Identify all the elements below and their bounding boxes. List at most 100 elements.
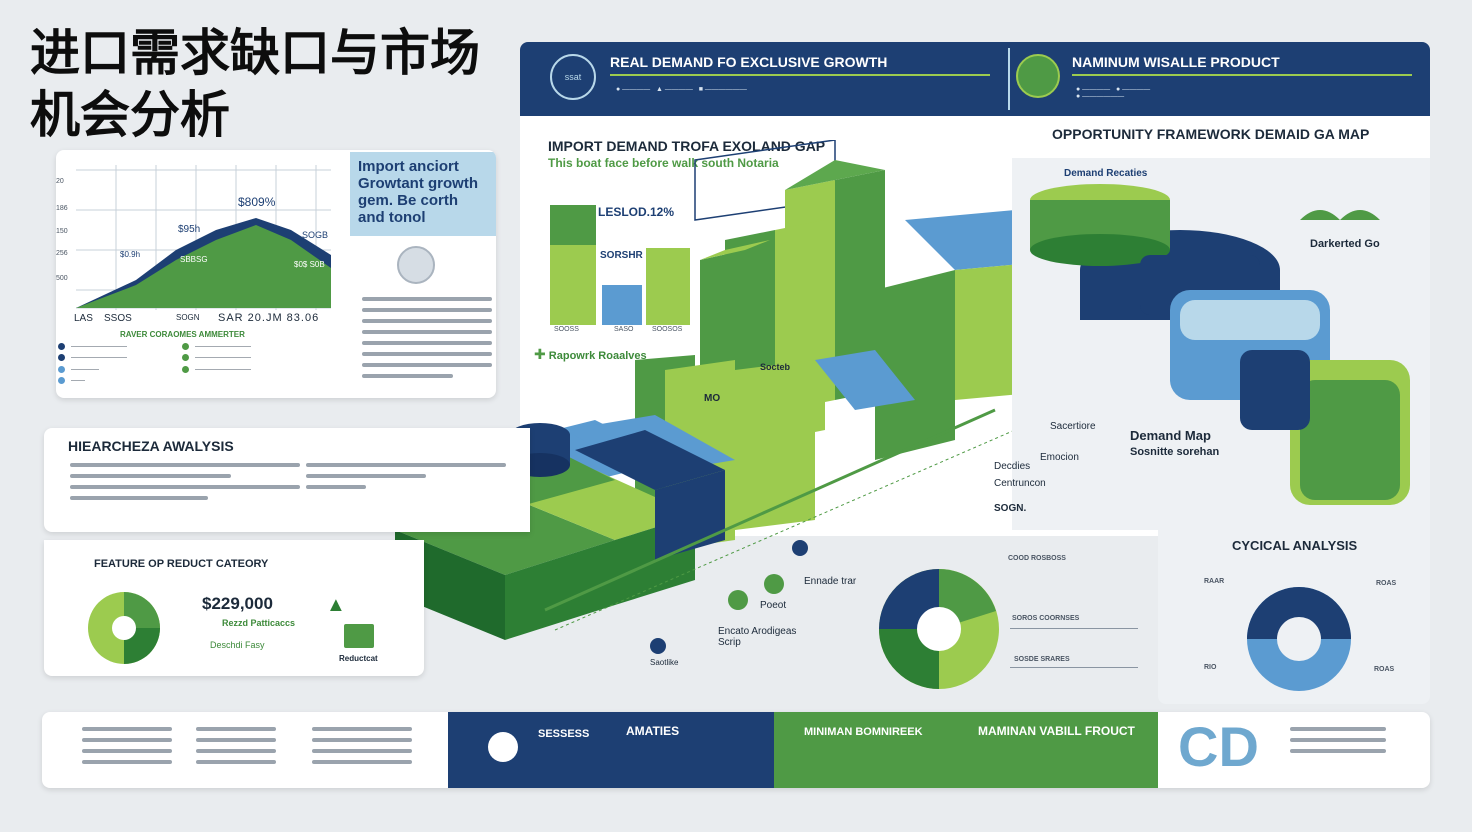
header-left-title: REAL DEMAND FO EXCLUSIVE GROWTH bbox=[610, 54, 888, 70]
plus-icon: ✚ bbox=[534, 346, 546, 362]
bar-label: SOOSS bbox=[554, 326, 579, 333]
donut-mid-lines bbox=[1010, 628, 1138, 629]
footer-section: MAMINAN VABILL FROUCT bbox=[978, 724, 1135, 738]
cyclical-label: ROAS bbox=[1376, 580, 1397, 587]
footer-col bbox=[312, 720, 412, 771]
feature-tree-icon: ▲ bbox=[326, 594, 346, 616]
bar-label: SOOSOS bbox=[652, 326, 683, 333]
opportunity-blocks bbox=[1030, 184, 1410, 505]
footer-panel: SESSESS AMATIES MINIMAN BOMNIREEK MAMINA… bbox=[42, 712, 1430, 788]
block-label-mo: MO bbox=[704, 393, 721, 404]
callout-text: Import anciort Growtant growth gem. Be c… bbox=[358, 158, 478, 226]
timeline-label: Ennade trar bbox=[804, 576, 857, 587]
legend-right: ———————— ———————— ———————— bbox=[182, 343, 312, 373]
cyclical-label: RAAR bbox=[1204, 578, 1225, 585]
footer-col bbox=[82, 720, 172, 771]
value-label: $95h bbox=[178, 224, 201, 235]
bar bbox=[602, 285, 642, 325]
hierarchy-panel: HIEARCHEZA AWALYSIS bbox=[44, 428, 530, 532]
area-chart bbox=[76, 165, 331, 310]
opp-label: Emocion bbox=[1040, 452, 1079, 463]
callout-paragraph bbox=[362, 290, 492, 385]
hierarchy-text bbox=[70, 456, 300, 507]
timeline-label: Encato Arodigeas bbox=[718, 626, 797, 637]
feature-blocks-icon bbox=[344, 624, 374, 648]
x-label: SSOS bbox=[104, 313, 132, 324]
import-gap-bars bbox=[550, 205, 690, 325]
callout-box: Import anciort Growtant growth gem. Be c… bbox=[350, 152, 496, 236]
donut-mid-label: SOSDE SRARES bbox=[1014, 656, 1070, 663]
header-left-line bbox=[610, 74, 990, 76]
y-tick: 186 bbox=[56, 205, 68, 212]
feature-pie bbox=[88, 592, 160, 664]
footer-section: MINIMAN BOMNIREEK bbox=[804, 726, 923, 738]
value-label: SOGB bbox=[302, 230, 329, 240]
bar bbox=[646, 248, 690, 325]
y-tick: 256 bbox=[56, 250, 68, 257]
import-gap-stat: LESLOD.12% bbox=[598, 205, 675, 219]
footer-icon bbox=[488, 732, 518, 762]
opp-label: Centruncon bbox=[994, 478, 1046, 489]
import-gap-title: IMPORT DEMAND TROFA EXOLAND GAP bbox=[548, 138, 826, 154]
x-label: SAR 20.JM 83.06 bbox=[218, 312, 320, 324]
y-tick: 150 bbox=[56, 228, 68, 235]
footer-logo: CD bbox=[1178, 715, 1259, 778]
footer-col bbox=[1290, 720, 1386, 760]
isometric-block-chart bbox=[395, 140, 1065, 640]
cyclical-panel: CYCICAL ANALYSIS RAAR ROAS RIO ROAS bbox=[1158, 520, 1430, 704]
x-label: SOGN bbox=[176, 313, 200, 322]
value-label: $0$ S0B bbox=[294, 260, 325, 269]
import-gap-bar-value: SORSHR bbox=[600, 250, 643, 261]
top-chart-panel: 20 186 150 256 500 $809% $95h SOGB $0.9h… bbox=[56, 150, 496, 398]
legend-left: ———————— ———————— ———— —— bbox=[58, 343, 168, 384]
footer-section: SESSESS bbox=[538, 728, 590, 740]
block-label-socteb: Socteb bbox=[760, 362, 791, 372]
header-right-line bbox=[1072, 74, 1412, 76]
header-right-items: ● ———— ● ————● —————— bbox=[1076, 86, 1151, 100]
y-tick: 20 bbox=[56, 178, 64, 185]
import-gap-legend: ✚ Rapowrk Roaalves bbox=[534, 346, 647, 363]
opp-label: Demand Recaties bbox=[1064, 168, 1148, 179]
header-right-title: NAMINUM WISALLE PRODUCT bbox=[1072, 54, 1280, 70]
feature-title: FEATURE OP REDUCT CATEORY bbox=[94, 558, 269, 570]
cyclical-label: RIO bbox=[1204, 664, 1217, 671]
header-left-icon: ssat bbox=[550, 54, 596, 100]
chart-subtitle: RAVER CORAOMES AMMERTER bbox=[120, 330, 245, 339]
header-divider bbox=[1008, 48, 1010, 110]
hierarchy-text-2 bbox=[306, 456, 506, 496]
opportunity-title: OPPORTUNITY FRAMEWORK DEMAID GA MAP bbox=[1052, 126, 1370, 142]
feature-sub: Deschdi Fasy bbox=[210, 640, 265, 650]
feature-panel: FEATURE OP REDUCT CATEORY $229,000 Rezzd… bbox=[44, 540, 424, 676]
donut-mid bbox=[879, 569, 999, 689]
y-tick: 500 bbox=[56, 275, 68, 282]
header-bar: ssat REAL DEMAND FO EXCLUSIVE GROWTH ● —… bbox=[520, 42, 1430, 116]
hierarchy-title: HIEARCHEZA AWALYSIS bbox=[68, 438, 234, 454]
bar bbox=[550, 205, 596, 245]
donut-mid-lines bbox=[1010, 667, 1138, 668]
header-right-icon bbox=[1016, 54, 1060, 98]
timeline-nodes bbox=[650, 540, 808, 654]
donut-mid-label: COOD ROSBOSS bbox=[1008, 555, 1066, 562]
timeline-label: Scrip bbox=[718, 637, 741, 648]
timeline-label: Poeot bbox=[760, 600, 787, 611]
page-title: 进口需求缺口与市场机会分析 bbox=[30, 25, 480, 143]
header-left-items: ● ———— ▲ ———— ■ —————— bbox=[616, 86, 747, 93]
footer-navy-block: SESSESS AMATIES bbox=[448, 712, 774, 788]
feature-extra: Reductcat bbox=[339, 654, 378, 663]
opp-label: Sacertiore bbox=[1050, 421, 1096, 432]
opp-label: SOGN. bbox=[994, 503, 1027, 514]
cyclical-label: ROAS bbox=[1374, 666, 1395, 673]
value-label: $0.9h bbox=[120, 250, 141, 259]
footer-col bbox=[196, 720, 276, 771]
legend-text: Rapowrk Roaalves bbox=[548, 350, 647, 362]
footer-section: AMATIES bbox=[626, 724, 680, 738]
donut-mid-label: SOROS COORNSES bbox=[1012, 615, 1080, 622]
value-label: SBBSG bbox=[180, 255, 208, 264]
timeline-label: Saotlike bbox=[650, 658, 679, 667]
bar-label: SASO bbox=[614, 326, 634, 333]
cyclical-donut bbox=[1247, 587, 1351, 691]
import-gap-subtitle: This boat face before walk south Notaria bbox=[548, 156, 779, 170]
x-label: LAS bbox=[74, 313, 93, 324]
opp-label: Decdies bbox=[994, 461, 1031, 472]
feature-label: Rezzd Patticaccs bbox=[222, 618, 296, 628]
